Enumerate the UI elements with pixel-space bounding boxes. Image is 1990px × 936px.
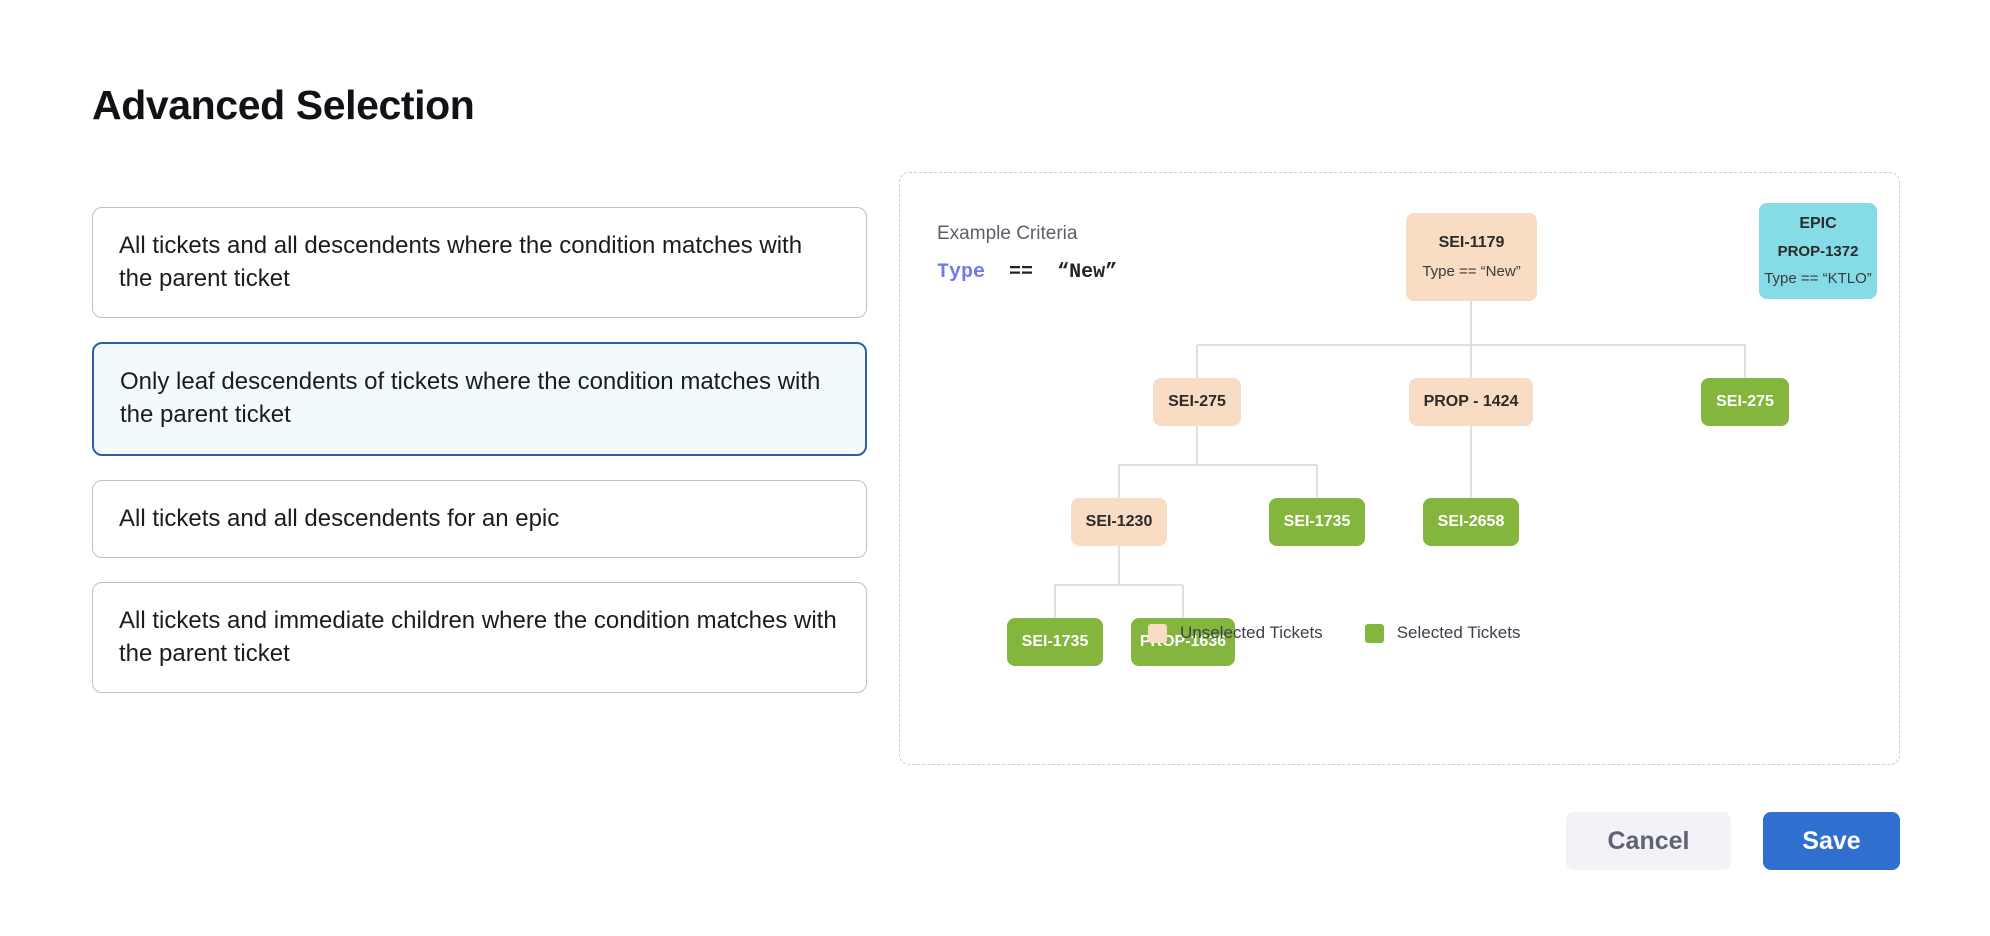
node-label: EPIC: [1799, 215, 1837, 232]
tree-node-sei-2658[interactable]: SEI-2658: [1423, 498, 1519, 546]
legend-label: Unselected Tickets: [1180, 623, 1323, 642]
tree-node-sei-275-selected[interactable]: SEI-275: [1701, 378, 1789, 426]
option-card-leaf-descendents[interactable]: Only leaf descendents of tickets where t…: [92, 342, 867, 456]
diagram-legend: Unselected Tickets Selected Tickets: [1148, 623, 1520, 643]
example-diagram-panel: Example Criteria Type == “New”: [899, 172, 1900, 765]
node-label: SEI-2658: [1437, 513, 1505, 530]
tree-node-sei-1230[interactable]: SEI-1230: [1071, 498, 1167, 546]
option-label: Only leaf descendents of tickets where t…: [120, 368, 821, 428]
tree-node-sei-1735-leaf[interactable]: SEI-1735: [1007, 618, 1103, 666]
node-sublabel: Type == “New”: [1422, 263, 1521, 280]
legend-label: Selected Tickets: [1396, 623, 1521, 642]
node-label: SEI-1179: [1438, 234, 1505, 251]
tree-node-sei-275-unselected[interactable]: SEI-275: [1153, 378, 1241, 426]
tree-connectors: [1054, 301, 1746, 618]
node-label: SEI-1230: [1085, 513, 1153, 530]
node-label: SEI-1735: [1021, 633, 1089, 650]
page-title: Advanced Selection: [92, 82, 475, 129]
tree-node-prop-1424[interactable]: PROP - 1424: [1409, 378, 1533, 426]
legend-swatch-selected-icon: [1364, 623, 1384, 643]
criteria-field: Type: [937, 261, 986, 284]
node-label: PROP - 1424: [1423, 393, 1519, 410]
node-label: SEI-275: [1168, 393, 1226, 410]
tree-node-epic-prop-1372[interactable]: EPIC PROP-1372 Type == “KTLO”: [1759, 203, 1877, 299]
ticket-tree: SEI-1179 Type == “New” EPIC PROP-1372 Ty…: [900, 173, 1899, 764]
tree-node-sei-1179[interactable]: SEI-1179 Type == “New”: [1406, 213, 1537, 301]
dialog-footer: Cancel Save: [1566, 812, 1900, 870]
save-button[interactable]: Save: [1763, 812, 1900, 870]
node-condition: Type == “KTLO”: [1764, 270, 1872, 287]
legend-swatch-unselected-icon: [1148, 623, 1167, 643]
criteria-label: Example Criteria: [937, 223, 1078, 244]
option-label: All tickets and all descendents for an e…: [119, 504, 560, 532]
criteria-value: “New”: [1057, 261, 1118, 284]
legend-item-selected: Selected Tickets: [1364, 623, 1521, 643]
node-label: SEI-275: [1716, 393, 1774, 410]
node-sublabel: PROP-1372: [1777, 243, 1859, 260]
option-card-epic-descendents[interactable]: All tickets and all descendents for an e…: [92, 479, 867, 559]
legend-item-unselected: Unselected Tickets: [1148, 623, 1323, 643]
cancel-button[interactable]: Cancel: [1566, 812, 1731, 870]
option-card-immediate-children[interactable]: All tickets and immediate children where…: [92, 582, 867, 694]
criteria-expression: Type == “New”: [937, 261, 1117, 284]
criteria-operator: ==: [1009, 261, 1034, 284]
node-label: SEI-1735: [1283, 513, 1351, 530]
tree-node-sei-1735-mid[interactable]: SEI-1735: [1269, 498, 1365, 546]
selection-options-list: All tickets and all descendents where th…: [92, 207, 867, 717]
option-card-all-descendents[interactable]: All tickets and all descendents where th…: [92, 207, 867, 319]
option-label: All tickets and all descendents where th…: [119, 232, 803, 292]
option-label: All tickets and immediate children where…: [119, 607, 837, 667]
